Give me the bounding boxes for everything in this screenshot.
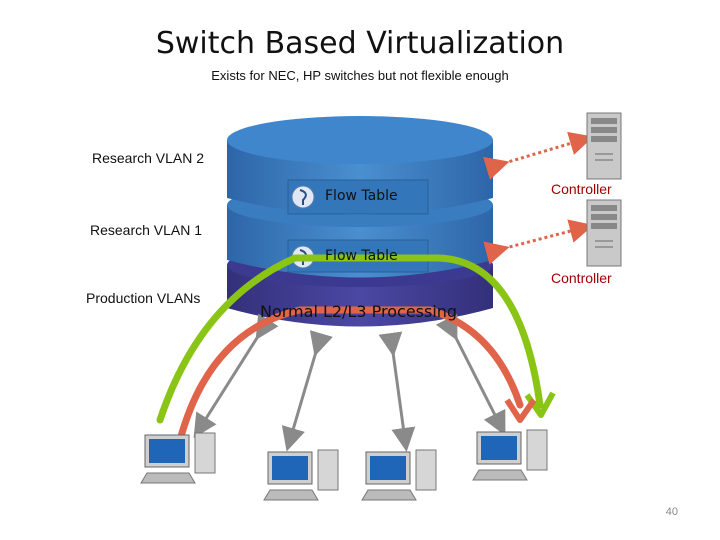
server-icon bbox=[586, 199, 622, 267]
gray-arrow bbox=[281, 330, 333, 452]
slide-subtitle: Exists for NEC, HP switches but not flex… bbox=[211, 68, 509, 83]
server-icon bbox=[586, 112, 622, 180]
label-research-vlan-2: Research VLAN 2 bbox=[92, 150, 205, 166]
flow-table-label-2: Flow Table bbox=[325, 248, 398, 264]
red-arrowhead bbox=[504, 398, 537, 423]
flow-table-box-1 bbox=[287, 179, 429, 215]
computer-icon bbox=[263, 449, 339, 501]
page-number: 40 bbox=[665, 506, 678, 518]
controller-link-1 bbox=[483, 131, 594, 180]
gray-arrow bbox=[193, 313, 279, 439]
label-production-vlans: Production VLANs bbox=[86, 290, 201, 306]
label-research-vlan-1: Research VLAN 1 bbox=[90, 222, 203, 238]
computer-icon bbox=[472, 429, 548, 481]
flow-table-icon bbox=[291, 185, 315, 209]
normal-processing-label: Normal L2/L3 Processing bbox=[260, 302, 458, 321]
flow-table-label-1: Flow Table bbox=[325, 188, 398, 204]
controller-link-2 bbox=[483, 219, 594, 265]
computer-icon bbox=[140, 432, 216, 484]
slide-title: Switch Based Virtualization bbox=[155, 26, 565, 61]
gray-arrows bbox=[193, 313, 506, 452]
computer-icon bbox=[361, 449, 437, 501]
gray-arrow bbox=[435, 313, 506, 436]
green-flow-path bbox=[156, 254, 544, 424]
controller-label-2: Controller bbox=[551, 270, 612, 286]
gray-arrow bbox=[378, 331, 416, 452]
red-flow-path bbox=[176, 306, 524, 444]
controller-label-1: Controller bbox=[551, 181, 612, 197]
